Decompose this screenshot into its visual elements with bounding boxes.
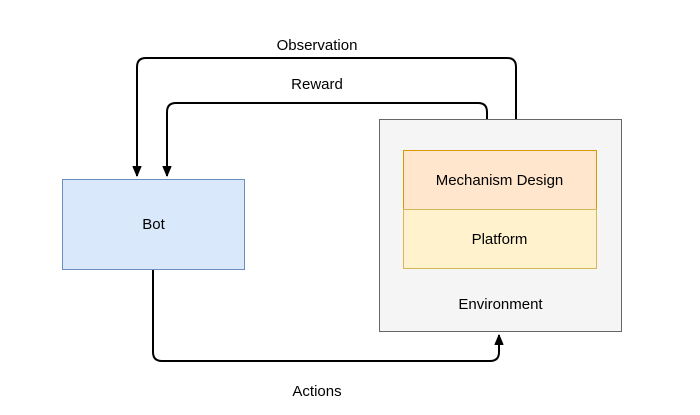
platform-label: Platform xyxy=(471,230,528,248)
actions-edge-label: Actions xyxy=(290,383,344,400)
node-bot: Bot xyxy=(62,179,245,270)
bot-label: Bot xyxy=(142,216,165,233)
node-mechanism-design: Mechanism Design xyxy=(402,149,597,211)
reward-edge-label: Reward xyxy=(289,76,345,93)
environment-label: Environment xyxy=(458,296,543,313)
observation-edge-label: Observation xyxy=(274,37,360,54)
node-environment: Mechanism Design Platform Environment xyxy=(379,119,622,332)
mechanism-design-label: Mechanism Design xyxy=(435,171,564,189)
node-platform: Platform xyxy=(402,209,597,269)
